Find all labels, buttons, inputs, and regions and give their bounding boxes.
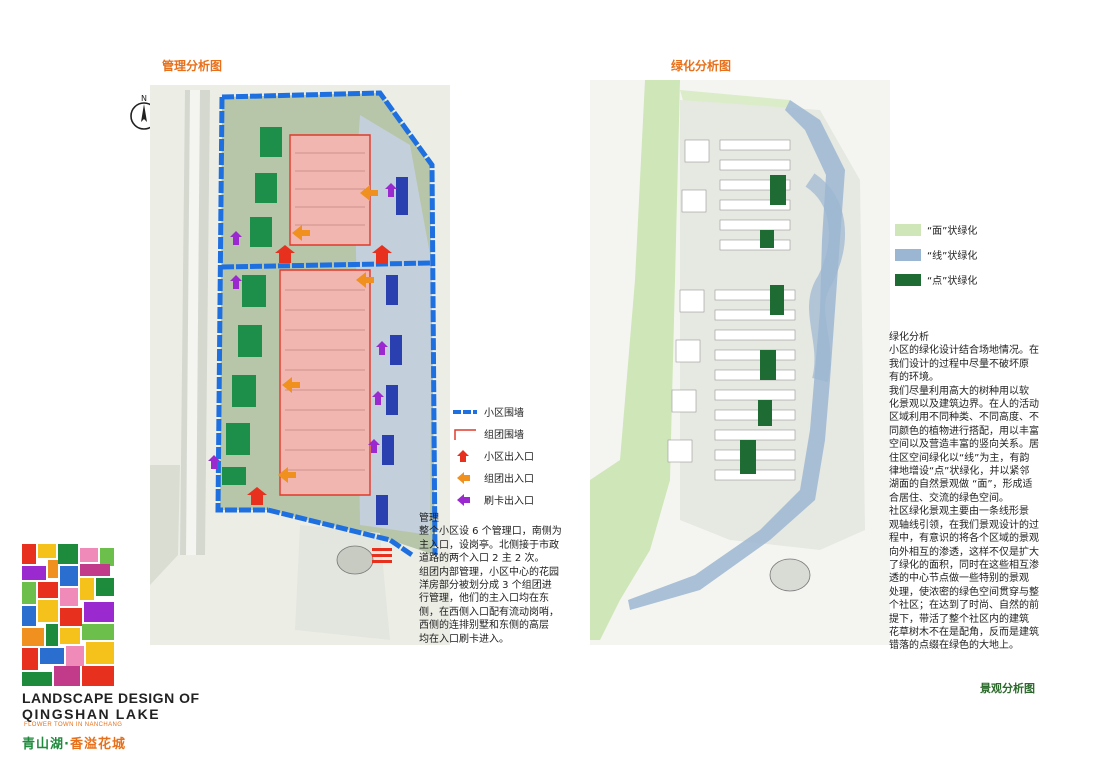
- group-entrance-icon: [457, 471, 470, 484]
- face-greening-swatch: [895, 223, 921, 236]
- point-greening-swatch: [895, 273, 921, 286]
- legend-item-face-greening: “面”状绿化: [895, 222, 977, 237]
- legend-label-wall: 小区围墙: [484, 408, 524, 419]
- card-entrance-icon: [457, 493, 470, 506]
- brand-cn-part2: 香溢花城: [69, 737, 126, 752]
- legend-label-main-entrance: 小区出入口: [484, 452, 534, 463]
- management-legend: 小区围墙 组团围墙 小区出入口 组团出入口 刷卡出入口: [452, 404, 572, 507]
- legend-label-group-wall: 组团围墙: [484, 430, 524, 441]
- legend-item-main-entrance: 小区出入口: [452, 448, 534, 463]
- brand-subline: FLOWER TOWN IN NANCHANG: [24, 722, 123, 728]
- legend-label-face-greening: “面”状绿化: [927, 226, 978, 237]
- brand-cn-part1: 青山湖·: [22, 737, 70, 752]
- greening-site-plan: [590, 80, 890, 645]
- legend-item-group-entrance: 组团出入口: [452, 470, 534, 485]
- greening-legend: “面”状绿化 “线”状绿化 “点”状绿化: [895, 222, 1015, 292]
- legend-item-group-wall: 组团围墙: [452, 426, 524, 441]
- legend-label-line-greening: “线”状绿化: [927, 251, 978, 262]
- legend-label-card-entrance: 刷卡出入口: [484, 496, 534, 507]
- wall-line-icon: [453, 409, 477, 414]
- group-wall-icon: [454, 428, 476, 440]
- brand-line2: QINGSHAN LAKE: [22, 706, 161, 722]
- legend-label-point-greening: “点”状绿化: [927, 276, 978, 287]
- legend-item-wall: 小区围墙: [452, 404, 524, 419]
- brand-chinese: 青山湖·香溢花城: [22, 733, 126, 752]
- legend-item-point-greening: “点”状绿化: [895, 272, 977, 287]
- main-entrance-icon: [457, 449, 469, 462]
- right-map-title: 绿化分析图: [671, 59, 732, 73]
- footer-title: 景观分析图: [980, 682, 1035, 695]
- legend-item-line-greening: “线”状绿化: [895, 247, 977, 262]
- north-label: N: [141, 94, 147, 103]
- legend-item-card-entrance: 刷卡出入口: [452, 492, 534, 507]
- brand-mosaic-logo: [22, 544, 114, 686]
- legend-label-group-entrance: 组团出入口: [484, 474, 534, 485]
- line-greening-swatch: [895, 248, 921, 261]
- left-map-title: 管理分析图: [162, 59, 223, 73]
- management-description: 管理 整个小区设 6 个管理口，南侧为 主入口，设岗亭。北侧接于市政 道路的两个…: [419, 513, 562, 645]
- management-site-plan: [150, 85, 450, 645]
- greening-description: 绿化分析 小区的绿化设计结合场地情况。在 我们设计的过程中尽量不破坏原 有的环境…: [889, 332, 1039, 652]
- brand-line1: LANDSCAPE DESIGN OF: [22, 690, 200, 706]
